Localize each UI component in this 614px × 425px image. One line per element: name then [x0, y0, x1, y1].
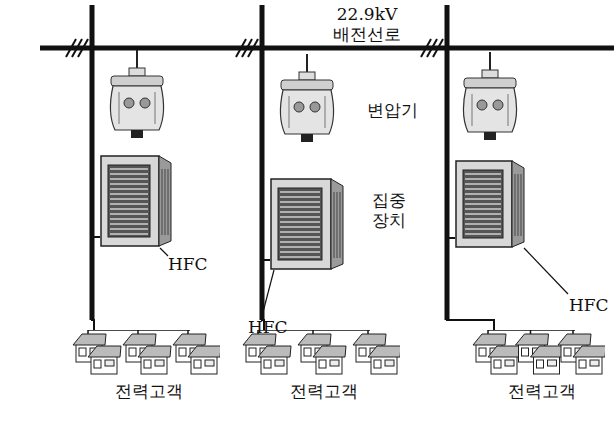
service-wire [447, 238, 494, 330]
customer-group: 전력고객 [470, 330, 613, 401]
customer-label: 전력고객 [70, 382, 228, 401]
annotation-label: 집중 장치 [368, 190, 410, 230]
device-label: HFC [168, 255, 208, 274]
customer-group: 전력고객 [240, 330, 408, 401]
concentrator-drawing [455, 160, 525, 248]
concentrator-drawing [270, 178, 344, 270]
service-wire [92, 237, 100, 330]
house-icons [70, 330, 220, 376]
concentrator-unit: HFC [100, 155, 172, 247]
device-label: HFC [569, 296, 609, 315]
customer-group: 전력고객 [70, 330, 228, 401]
concentrator-unit: HFC [455, 160, 525, 248]
house-icons [470, 330, 605, 376]
concentrator-unit: HFC [270, 178, 344, 270]
customer-label: 전력고객 [240, 382, 408, 401]
concentrator-drawing [100, 155, 172, 247]
annotation-label: 변압기 [362, 100, 422, 120]
house-icons [240, 330, 400, 376]
annotation-label: 22.9kV 배전선로 [328, 4, 406, 44]
customer-label: 전력고객 [470, 382, 613, 401]
